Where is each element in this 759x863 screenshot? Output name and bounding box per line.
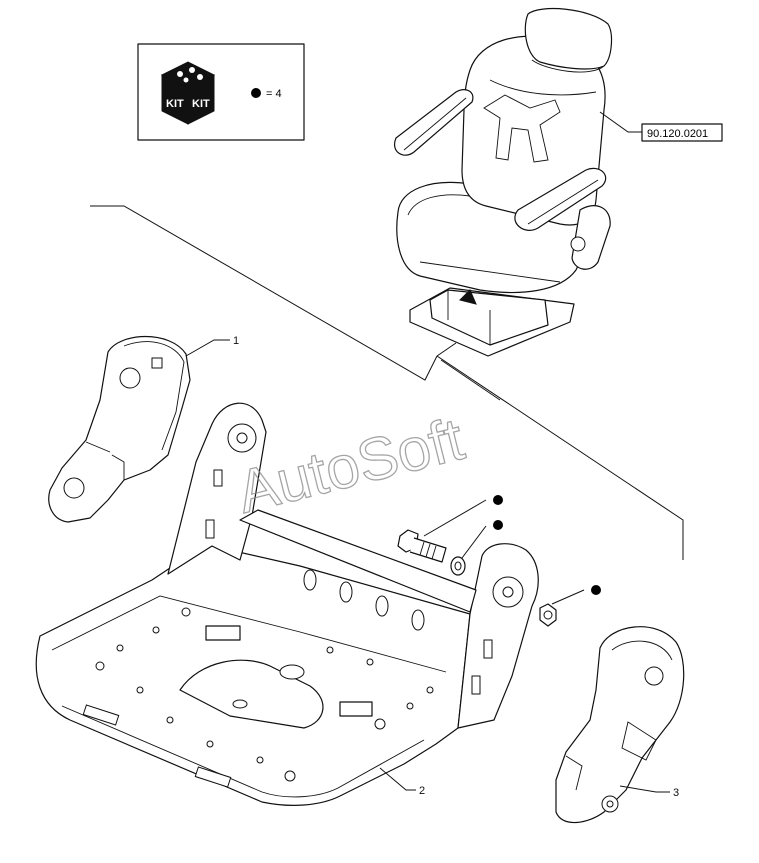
reference-label-group: 90.120.0201 <box>599 111 723 142</box>
hardware-parts <box>397 529 557 627</box>
kit-markers <box>423 495 601 605</box>
kit-word-right: KIT <box>192 98 210 110</box>
callout-1: 1 <box>233 335 239 347</box>
watermark: AutoSoft <box>231 405 471 526</box>
washer <box>450 556 466 576</box>
reference-label-frame <box>641 123 723 142</box>
part-3-side-cover <box>555 626 685 824</box>
part-1-side-cover <box>48 336 191 523</box>
kit-dot-bolt <box>493 495 503 505</box>
kit-dot-symbol <box>251 88 261 98</box>
kit-box-icon: KIT KIT <box>160 61 216 125</box>
kit-quantity-text: = 4 <box>266 88 282 100</box>
callout-2: 2 <box>419 785 425 797</box>
assembly-leader-lines <box>90 205 684 560</box>
nut <box>539 603 557 627</box>
kit-word-left: KIT <box>166 98 184 110</box>
kit-dot-nut <box>591 585 601 595</box>
kit-dot-washer <box>493 520 503 530</box>
seat-assembly <box>394 7 613 357</box>
bolt <box>397 529 447 563</box>
callout-3: 3 <box>673 787 679 799</box>
reference-label: 90.120.0201 <box>647 128 708 140</box>
kit-legend: KIT KIT = 4 <box>137 43 305 141</box>
part-2-seat-frame <box>35 402 539 806</box>
